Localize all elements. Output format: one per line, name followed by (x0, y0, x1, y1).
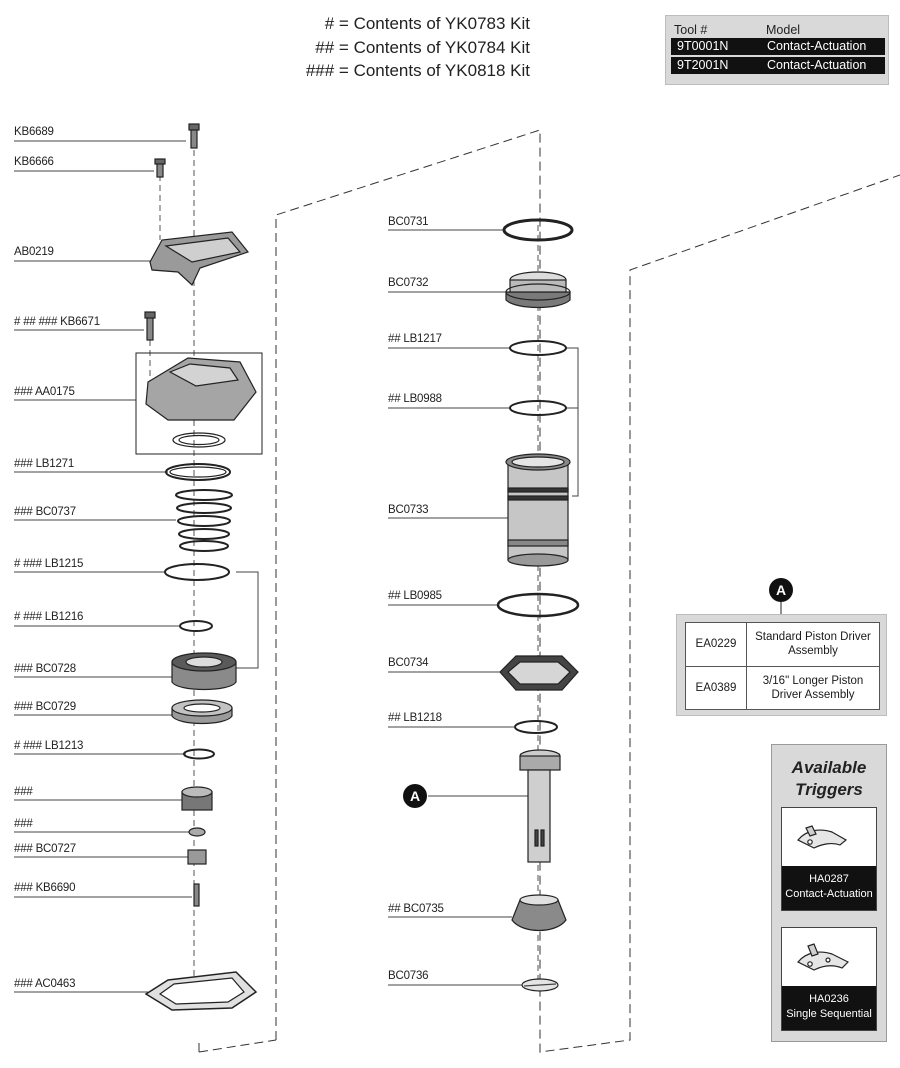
assembly-options-table: EA0229 Standard Piston Driver Assembly E… (685, 622, 880, 710)
part-label-lb1271: ### LB1271 (14, 458, 75, 470)
part-label-lb1215: # ### LB1215 (14, 558, 84, 570)
triggers-title: Available Triggers (791, 758, 867, 799)
tool-number: 9T2001N (677, 58, 729, 72)
part-label-bc0729: ### BC0729 (14, 701, 76, 713)
assembly-description: 3/16" Longer Piston Driver Assembly (746, 665, 880, 710)
tool-row: 9T2001N Contact-Actuation (671, 57, 885, 74)
part-label-kb6666: KB6666 (14, 156, 54, 168)
legend-text: = Contents of YK0783 Kit (338, 14, 530, 33)
part-label-bc0734: BC0734 (388, 657, 429, 669)
part-label-bc0732: BC0732 (388, 277, 429, 289)
part-label-bc0731: BC0731 (388, 216, 429, 228)
part-label-kb6671: # ## ### KB6671 (14, 316, 100, 328)
assembly-row: EA0389 3/16" Longer Piston Driver Assemb… (685, 665, 880, 710)
part-label-bc0735: ## BC0735 (388, 903, 444, 915)
trigger-card-ha0236: HA0236 Single Sequential (781, 927, 877, 1031)
trigger-caption: HA0287 Contact-Actuation (782, 866, 876, 910)
part-label-bc0736: BC0736 (388, 970, 429, 982)
tool-model-table: Tool # Model 9T0001N Contact-Actuation 9… (665, 15, 889, 85)
part-label-lb0988: ## LB0988 (388, 393, 442, 405)
part-label-nut-assembly: ### (14, 786, 33, 798)
part-label-bc0737: ### BC0737 (14, 506, 76, 518)
tool-row: 9T0001N Contact-Actuation (671, 38, 885, 55)
part-label-lb1213: # ### LB1213 (14, 740, 84, 752)
legend-text: = Contents of YK0784 Kit (338, 38, 530, 57)
assembly-description: Standard Piston Driver Assembly (746, 622, 880, 667)
assembly-code: EA0389 (685, 665, 747, 710)
part-label-ab0219: AB0219 (14, 246, 54, 258)
middle-leader-lines (388, 229, 579, 986)
tool-model: Contact-Actuation (767, 58, 867, 72)
model-column-header: Model (766, 23, 801, 37)
trigger-code: HA0287 (809, 873, 849, 885)
callout-a-badge: A (403, 784, 427, 808)
legend-line-yk0783: # = Contents of YK0783 Kit (230, 13, 530, 35)
part-label-lb0985: ## LB0985 (388, 590, 442, 602)
part-label-lb1217: ## LB1217 (388, 333, 442, 345)
aa0175-detail-frame (135, 352, 263, 455)
legend-symbol: ## (315, 38, 335, 57)
available-triggers-panel: Available Triggers HA0287 Contact-Actuat… (771, 744, 887, 1042)
left-parts (144, 123, 258, 1011)
legend-line-yk0784: ## = Contents of YK0784 Kit (230, 37, 530, 59)
left-leader-lines (14, 140, 259, 993)
assembly-code: EA0229 (685, 622, 747, 667)
piston-driver-assembly-table: EA0229 Standard Piston Driver Assembly E… (676, 614, 887, 716)
part-label-kb6689: KB6689 (14, 126, 54, 138)
legend-symbol: # (324, 14, 335, 33)
legend-symbol: ### (305, 61, 335, 80)
callout-a-badge: A (769, 578, 793, 602)
part-label-bc0727: ### BC0727 (14, 843, 76, 855)
trigger-card-ha0287: HA0287 Contact-Actuation (781, 807, 877, 911)
trigger-name: Contact-Actuation (785, 888, 873, 900)
trigger-code: HA0236 (809, 993, 849, 1005)
tool-number: 9T0001N (677, 39, 729, 53)
part-label-lb1216: # ### LB1216 (14, 611, 84, 623)
tool-model: Contact-Actuation (767, 39, 867, 53)
tool-column-header: Tool # (674, 23, 708, 37)
part-label-bc0728: ### BC0728 (14, 663, 76, 675)
part-label-aa0175: ### AA0175 (14, 386, 75, 398)
assembly-boundary-dashed (198, 129, 900, 1053)
part-label-lb1218: ## LB1218 (388, 712, 442, 724)
trigger-caption: HA0236 Single Sequential (782, 986, 876, 1030)
part-label-bc0733: BC0733 (388, 504, 429, 516)
part-label-washer: ### (14, 818, 33, 830)
trigger-name: Single Sequential (786, 1008, 872, 1020)
legend-line-yk0818: ### = Contents of YK0818 Kit (230, 60, 530, 82)
part-label-kb6690: ### KB6690 (14, 882, 76, 894)
legend-text: = Contents of YK0818 Kit (338, 61, 530, 80)
part-label-ac0463: ### AC0463 (14, 978, 76, 990)
middle-parts (496, 218, 580, 992)
assembly-row: EA0229 Standard Piston Driver Assembly (685, 622, 880, 667)
